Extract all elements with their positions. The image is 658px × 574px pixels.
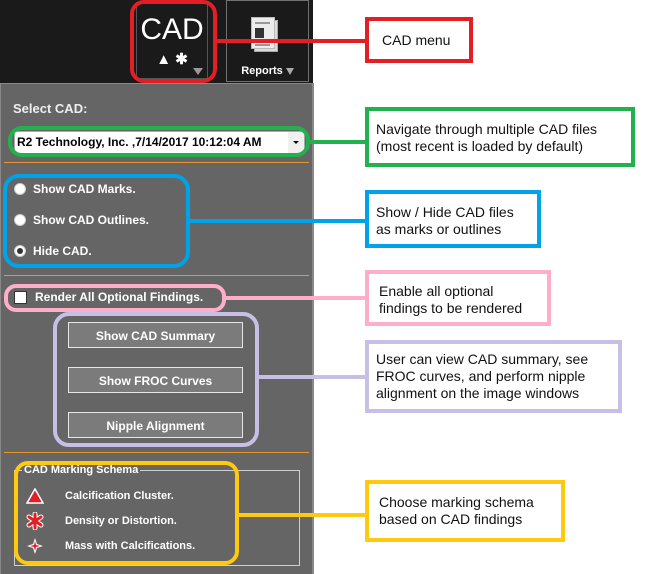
callout-navigate-cad-files: Navigate through multiple CAD files (mos… — [365, 107, 635, 167]
schema-title: CAD Marking Schema — [22, 464, 141, 476]
callout-enable-optional: Enable all optional findings to be rende… — [365, 270, 551, 326]
separator — [4, 452, 309, 453]
schema-item-calcification-cluster[interactable]: Calcification Cluster. — [25, 487, 174, 505]
schema-item-label: Calcification Cluster. — [65, 490, 174, 502]
separator — [4, 162, 309, 163]
separator — [4, 275, 309, 276]
asterisk-icon — [25, 512, 45, 530]
cad-marks-icon: ▲ ✱ — [156, 51, 188, 68]
dropdown-arrow-icon — [285, 67, 294, 75]
highlight-render-optional — [4, 284, 226, 312]
callout-show-hide-cad: Show / Hide CAD files as marks or outlin… — [365, 190, 541, 248]
nipple-alignment-button[interactable]: Nipple Alignment — [68, 412, 243, 438]
schema-item-density-distortion[interactable]: Density or Distortion. — [25, 512, 177, 530]
highlight-display-options — [3, 174, 190, 268]
callout-marking-schema: Choose marking schema based on CAD findi… — [365, 480, 565, 542]
cad-file-select-value: R2 Technology, Inc. ,7/14/2017 10:12:04 … — [17, 135, 262, 149]
schema-item-label: Density or Distortion. — [65, 515, 177, 527]
connector-line — [190, 219, 365, 223]
radio-label: Hide CAD. — [33, 244, 92, 258]
render-optional-findings-checkbox[interactable]: Render All Optional Findings. — [14, 289, 203, 305]
dropdown-arrow-icon — [193, 68, 203, 75]
highlight-marking-schema — [14, 461, 239, 565]
report-document-icon — [251, 17, 275, 49]
radio-label: Show CAD Marks. — [33, 182, 136, 196]
radio-show-cad-outlines[interactable]: Show CAD Outlines. — [14, 211, 149, 229]
cad-button-label: CAD — [140, 13, 204, 46]
reports-button-label: Reports — [241, 65, 283, 77]
checkbox-label: Render All Optional Findings. — [35, 290, 204, 304]
callout-cad-actions: User can view CAD summary, see FROC curv… — [365, 340, 622, 413]
connector-line — [239, 513, 365, 517]
connector-line — [310, 140, 365, 144]
highlight-select-cad — [8, 126, 310, 157]
select-cad-label: Select CAD: — [13, 101, 88, 116]
connector-line — [217, 39, 365, 43]
connector-line — [226, 296, 365, 300]
show-froc-curves-button[interactable]: Show FROC Curves — [68, 367, 243, 393]
cad-menu-button[interactable]: CAD ▲ ✱ — [136, 2, 208, 79]
highlight-cad-menu — [130, 0, 217, 83]
star-icon — [25, 537, 45, 555]
checkbox[interactable] — [14, 290, 27, 304]
radio-button[interactable] — [14, 214, 26, 226]
radio-label: Show CAD Outlines. — [33, 213, 150, 227]
schema-item-label: Mass with Calcifications. — [65, 540, 196, 552]
show-cad-summary-button[interactable]: Show CAD Summary — [68, 322, 243, 348]
schema-item-mass-calcifications[interactable]: Mass with Calcifications. — [25, 537, 195, 555]
connector-line — [259, 375, 365, 379]
highlight-action-buttons — [53, 312, 259, 447]
triangle-icon — [25, 487, 45, 505]
cad-file-select[interactable]: R2 Technology, Inc. ,7/14/2017 10:12:04 … — [14, 131, 305, 154]
callout-cad-menu: CAD menu — [365, 17, 473, 63]
